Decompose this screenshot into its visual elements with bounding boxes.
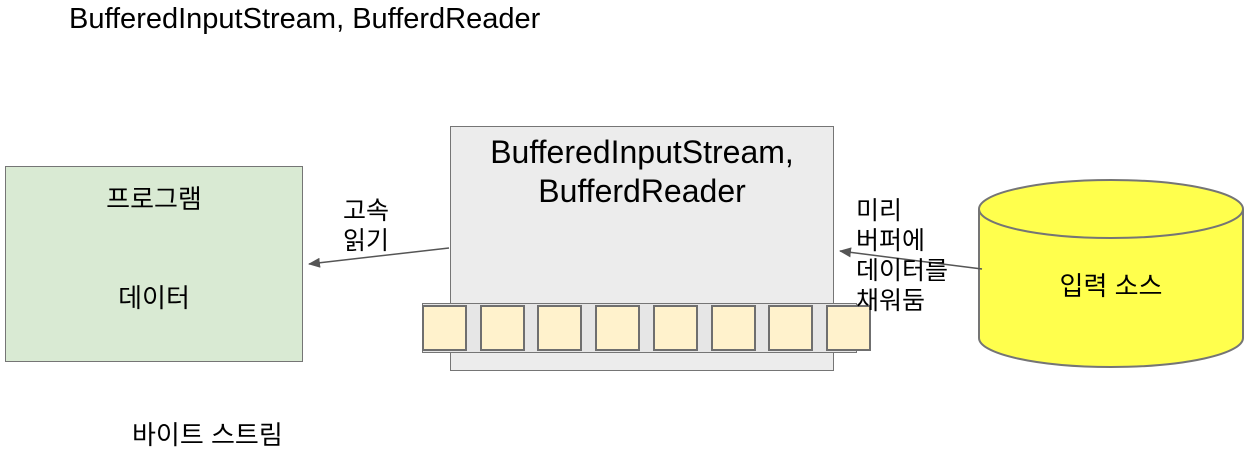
buffer-cell <box>537 305 583 351</box>
buffer-cell <box>825 305 871 351</box>
buffer-cell <box>595 305 641 351</box>
program-box-data-label: 데이터 <box>118 283 190 313</box>
byte-stream-label: 바이트 스트림 <box>132 420 283 450</box>
buffer-cell <box>422 305 467 351</box>
page-title: BufferedInputStream, BufferdReader <box>69 3 541 35</box>
prefetch-label: 미리 버퍼에 데이터를 채워둠 <box>856 197 949 315</box>
buffer-cell <box>768 305 814 351</box>
buffer-box-title: BufferedInputStream, BufferdReader <box>490 134 794 209</box>
input-source-label: 입력 소스 <box>1059 271 1163 301</box>
fast-read-label: 고속 읽기 <box>343 197 390 255</box>
buffer-cell <box>710 305 756 351</box>
program-box: 프로그램 데이터 <box>5 166 303 362</box>
buffer-cell <box>479 305 525 351</box>
cylinder-top <box>978 179 1244 239</box>
program-box-title: 프로그램 <box>106 184 202 214</box>
buffer-cell-row <box>422 304 871 352</box>
buffer-cell <box>652 305 698 351</box>
